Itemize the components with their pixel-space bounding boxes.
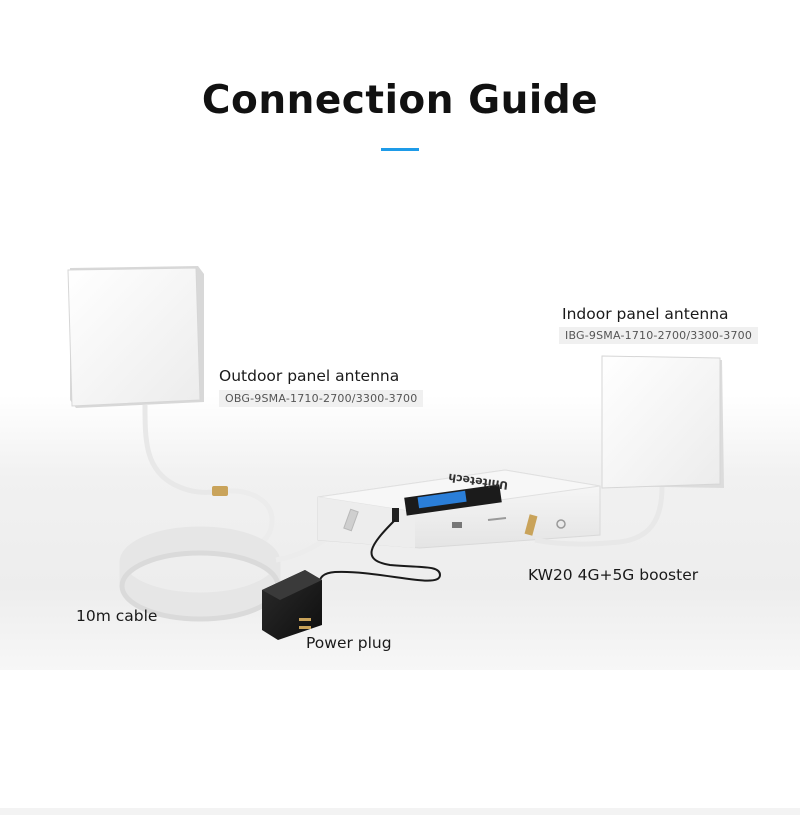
booster-graphic: Unitetech — [317, 469, 601, 549]
power-plug-label: Power plug — [306, 634, 392, 652]
booster-label: KW20 4G+5G booster — [528, 566, 699, 584]
title-underline — [381, 148, 419, 151]
bottom-divider — [0, 808, 800, 815]
outdoor-antenna-graphic — [67, 266, 275, 555]
power-plug-graphic — [262, 519, 442, 640]
indoor-antenna-model: IBG-9SMA-1710-2700/3300-3700 — [559, 327, 759, 344]
outdoor-antenna-model: OBG-9SMA-1710-2700/3300-3700 — [219, 390, 424, 407]
indoor-antenna-label: Indoor panel antenna — [562, 305, 729, 323]
cable-label: 10m cable — [76, 607, 158, 625]
outdoor-antenna-label: Outdoor panel antenna — [219, 367, 400, 385]
indoor-antenna-graphic — [534, 355, 724, 547]
page-title: Connection Guide — [201, 78, 599, 123]
